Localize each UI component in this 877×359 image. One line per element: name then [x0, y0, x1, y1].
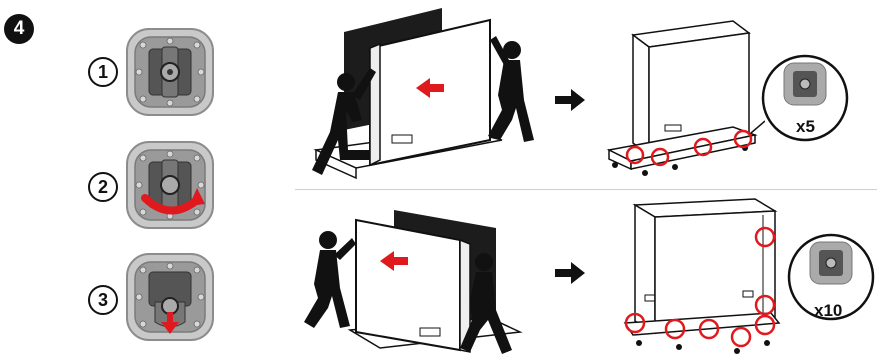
- substep-1-number: 1: [88, 57, 118, 87]
- substep-2-number: 2: [88, 172, 118, 202]
- arrow-right-icon: [555, 262, 585, 284]
- latch-pull-down-icon: [125, 252, 215, 342]
- closed-case-bottom: [615, 195, 785, 359]
- latch-rotate-icon: [125, 140, 215, 230]
- closed-case-top: [605, 15, 765, 185]
- unpack-scene-bottom: [300, 200, 530, 359]
- arrow-right-icon: [555, 89, 585, 111]
- unpack-scene-top: [312, 0, 542, 190]
- substep-3-number: 3: [88, 285, 118, 315]
- latch-quantity-bottom: x10: [814, 301, 842, 321]
- latch-quantity-top: x5: [796, 117, 815, 137]
- latch-closed-icon: [125, 27, 215, 117]
- step-number-badge: 4: [4, 14, 34, 44]
